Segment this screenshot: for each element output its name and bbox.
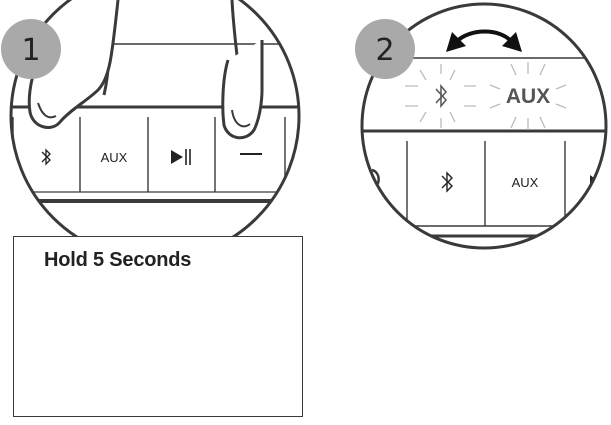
aux-key-label: AUX: [101, 150, 128, 165]
bluetooth-icon: [435, 83, 447, 109]
step1-badge: 1: [1, 19, 61, 79]
glow-rays: [405, 62, 567, 130]
swap-arrow-icon: [446, 29, 522, 52]
aux-key-label: AUX: [512, 175, 539, 190]
step2-panel: [360, 2, 608, 250]
play-pause-icon: [171, 149, 191, 165]
step1-number: 1: [21, 33, 40, 68]
finger: [221, 40, 264, 140]
bluetooth-icon: [441, 171, 453, 193]
caption-text: Hold 5 Seconds: [44, 249, 192, 271]
step2-badge: 2: [355, 19, 415, 79]
aux-lit-label: AUX: [506, 85, 550, 108]
step2-number: 2: [375, 33, 394, 68]
bluetooth-icon: [41, 148, 51, 166]
caption-box: Hold 5 Seconds: [13, 236, 303, 417]
